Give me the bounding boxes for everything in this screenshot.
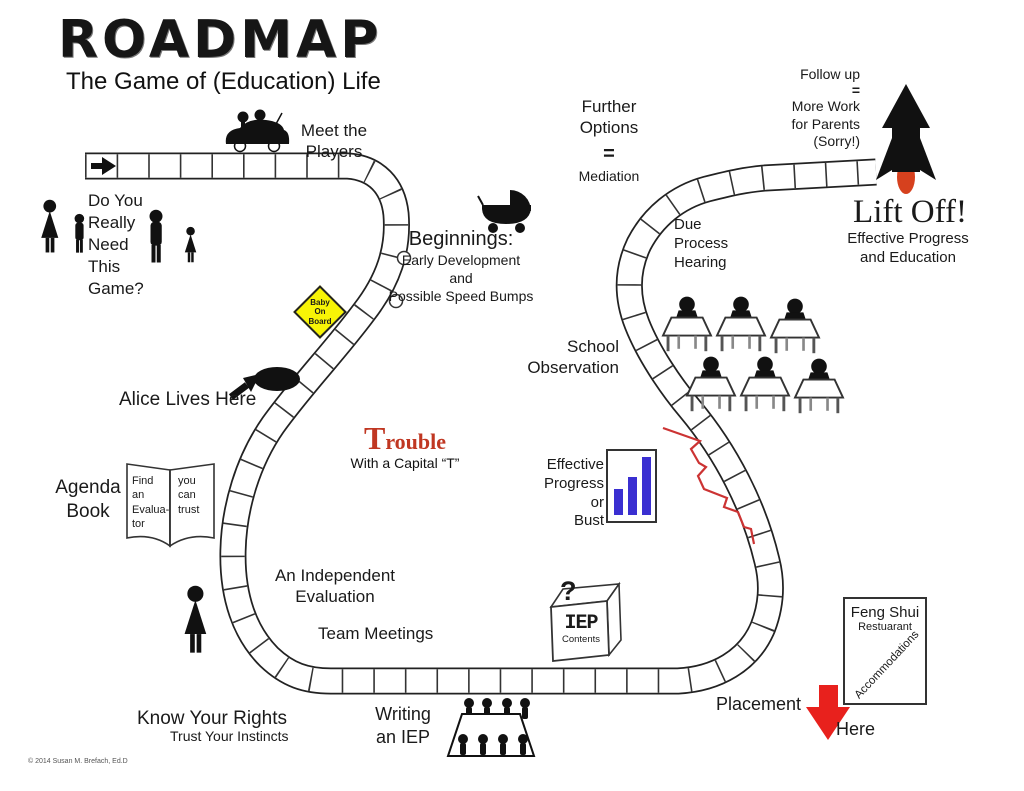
book-left-page-text: Find an Evalua- tor <box>132 475 170 530</box>
copyright-text: © 2014 Susan M. Brefach, Ed.D <box>28 758 128 765</box>
rocket-icon <box>876 84 936 194</box>
placement-arrow-icon <box>806 685 850 740</box>
label-here: Here <box>836 719 876 739</box>
label-alice-lives-here: Alice Lives Here <box>119 389 257 410</box>
meeting-table-icon <box>446 698 536 757</box>
feng-shui-title: Feng Shui <box>850 604 920 621</box>
book-right-page-text: you can trust <box>178 475 200 516</box>
iep-box-title: IEP <box>564 612 598 635</box>
iep-box-subtitle: Contents <box>561 634 601 645</box>
label-agenda-book: Agenda Book <box>55 477 121 522</box>
beginnings-title: Beginnings: <box>408 228 514 250</box>
family-left-icon <box>41 199 85 253</box>
rabbit-hole-icon <box>228 367 300 400</box>
trouble-subtitle: With a Capital “T” <box>350 455 460 471</box>
label-further-options: Further Options = Mediation <box>566 96 652 184</box>
open-book-icon <box>126 463 215 548</box>
label-effective-progress-or-bust: Effective Progress or Bust <box>543 456 604 530</box>
label-independent-evaluation: An Independent Evaluation <box>274 566 396 607</box>
trouble-capital-t: T <box>363 420 386 456</box>
page-title: ROADMAP <box>58 10 383 70</box>
label-do-you-really-need: Do You Really Need This Game? <box>88 191 144 299</box>
classroom-desks-icon <box>662 295 844 415</box>
beginnings-body: Early Development and Possible Speed Bum… <box>388 252 534 305</box>
follow-up-equals: = <box>851 82 860 99</box>
follow-up-body: More Work for Parents (Sorry!) <box>791 98 860 150</box>
label-placement: Placement <box>716 694 802 714</box>
further-equals: = <box>603 142 615 165</box>
label-lift-off-subtitle: Effective Progress and Education <box>847 230 969 266</box>
mediation-text: Mediation <box>578 167 640 184</box>
declining-graph-line <box>662 426 756 545</box>
iep-question-mark: ? <box>560 576 577 606</box>
label-writing-an-iep: Writing an IEP <box>375 704 431 747</box>
label-trust-your-instincts: Trust Your Instincts <box>170 728 289 744</box>
start-arrow-icon <box>91 157 116 175</box>
label-team-meetings: Team Meetings <box>318 624 434 643</box>
label-follow-up: Follow up = More Work for Parents (Sorry… <box>772 66 860 151</box>
label-meet-the-players: Meet the Players <box>300 121 368 162</box>
parent-figure-icon <box>184 585 207 653</box>
iep-box-icon <box>549 581 622 662</box>
feng-shui-restuarant: Restuarant <box>858 621 912 633</box>
label-due-process-hearing: Due Process Hearing <box>674 216 729 271</box>
pram-icon <box>477 190 531 233</box>
feng-shui-sign: Feng Shui Restuarant Accommodations <box>843 597 927 705</box>
bar-chart-icon <box>606 449 657 523</box>
further-options-text: Further Options <box>579 97 639 138</box>
label-know-your-rights: Know Your Rights <box>137 708 287 729</box>
label-beginnings: Beginnings: Early Development and Possib… <box>383 228 539 306</box>
speed-bumps-icon <box>388 250 412 309</box>
label-school-observation: School Observation <box>527 337 619 378</box>
car-icon <box>225 109 290 153</box>
label-trouble: Trouble With a Capital “T” <box>340 420 470 471</box>
label-lift-off: Lift Off! <box>853 194 967 230</box>
baby-on-board-sign: Baby On Board <box>292 284 348 340</box>
trouble-word: Trouble <box>340 420 470 457</box>
trouble-rest: rouble <box>385 429 447 454</box>
follow-up-text: Follow up <box>800 66 860 82</box>
family-right-icon <box>149 209 197 263</box>
sign-text: Baby On Board <box>308 297 332 326</box>
page-subtitle: The Game of (Education) Life <box>66 68 381 95</box>
